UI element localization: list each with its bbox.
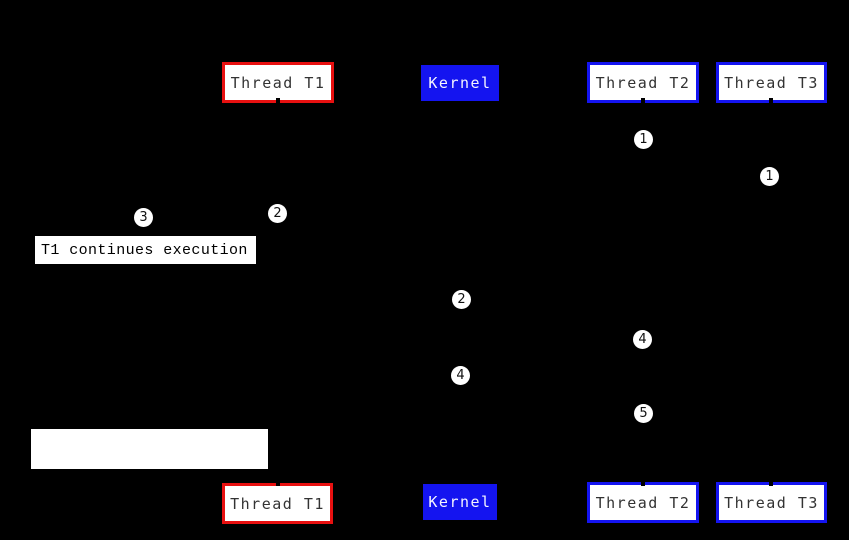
thread-t2-label-top: Thread T2 xyxy=(595,73,691,92)
line-stub-t2-bottom xyxy=(641,477,645,486)
line-stub-t2-top xyxy=(641,98,645,107)
kernel-label-top: Kernel xyxy=(428,74,492,92)
step-marker-label: 1 xyxy=(639,132,648,147)
thread-t1-box-bottom: Thread T1 xyxy=(222,483,333,524)
thread-t2-label-bottom: Thread T2 xyxy=(595,493,691,512)
line-stub-t3-top xyxy=(769,98,773,107)
step-marker-label: 5 xyxy=(639,406,648,421)
step-marker-label: 2 xyxy=(273,206,282,221)
step-marker-4-t2: 4 xyxy=(633,330,652,349)
thread-t3-label-top: Thread T3 xyxy=(724,73,819,92)
step-marker-3-t1: 3 xyxy=(134,208,153,227)
kernel-label-bottom: Kernel xyxy=(428,493,492,511)
thread-t3-box-top: Thread T3 xyxy=(716,62,827,103)
thread-t1-box-top: Thread T1 xyxy=(222,62,334,103)
thread-t3-label-bottom: Thread T3 xyxy=(724,493,819,512)
line-stub-t1-top xyxy=(276,98,280,107)
step-marker-label: 4 xyxy=(638,332,647,347)
kernel-box-bottom: Kernel xyxy=(423,484,497,520)
kernel-box-top: Kernel xyxy=(421,65,499,101)
thread-t2-box-top: Thread T2 xyxy=(587,62,699,103)
thread-t1-label-bottom: Thread T1 xyxy=(230,494,325,513)
step-marker-4-kernel: 4 xyxy=(451,366,470,385)
step-marker-2-kernel: 2 xyxy=(452,290,471,309)
step-marker-label: 1 xyxy=(765,169,774,184)
thread-t2-box-bottom: Thread T2 xyxy=(587,482,699,523)
t1-continues-label-box: T1 continues execution xyxy=(35,236,256,264)
line-stub-t3-bottom xyxy=(769,477,773,486)
thread-t1-label-top: Thread T1 xyxy=(230,73,326,92)
step-marker-label: 3 xyxy=(139,210,148,225)
thread-t3-box-bottom: Thread T3 xyxy=(716,482,827,523)
step-marker-label: 4 xyxy=(456,368,465,383)
step-marker-5-t2: 5 xyxy=(634,404,653,423)
step-marker-1-t3: 1 xyxy=(760,167,779,186)
empty-label-box xyxy=(31,429,268,469)
t1-continues-label: T1 continues execution xyxy=(41,241,248,259)
step-marker-label: 2 xyxy=(457,292,466,307)
line-stub-t1-bottom xyxy=(276,477,280,486)
step-marker-2-t1: 2 xyxy=(268,204,287,223)
step-marker-1-t2: 1 xyxy=(634,130,653,149)
